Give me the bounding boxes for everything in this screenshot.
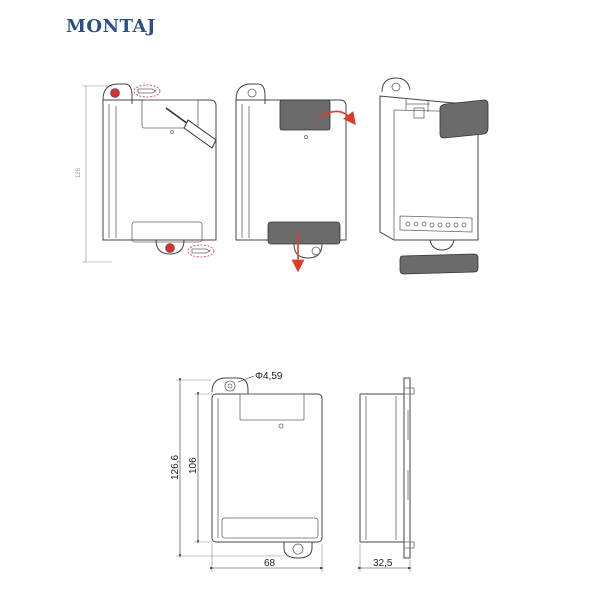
top-screw-hole-icon [247, 88, 257, 98]
step1-unscrew-device: 126 [76, 83, 217, 263]
bottom-screw-hole-icon [165, 243, 175, 253]
screw-icon [137, 88, 157, 94]
depth-label: 32,5 [373, 558, 393, 569]
side-device-body [359, 393, 405, 543]
top-screw-hole-icon [391, 82, 401, 92]
removed-bottom-cover [399, 253, 479, 275]
step3-opened-device [379, 77, 489, 275]
terminal-block [399, 215, 473, 233]
step1-height-label: 126 [76, 167, 82, 178]
top-screw-hole-icon [110, 88, 120, 98]
screw-icon [191, 248, 211, 254]
mounting-hole-icon [292, 543, 304, 555]
side-mounting-plate [403, 377, 411, 559]
bottom-cover [267, 221, 341, 245]
slide-right-arrow-icon [317, 110, 356, 126]
page-title: MONTAJ [66, 16, 156, 37]
width-label: 68 [264, 558, 276, 569]
bottom-screw-callout [187, 244, 215, 258]
front-view-dimensions: Φ4,59 126,6 106 68 [170, 371, 324, 572]
mounting-hole-icon [224, 380, 236, 392]
front-device-body [211, 393, 323, 543]
top-cover [279, 99, 331, 131]
side-view-dimensions: 32,5 [358, 377, 415, 572]
step2-remove-covers [235, 83, 356, 273]
step1-device-body [102, 99, 217, 241]
step2-device-body [235, 99, 347, 241]
screwdriver-icon [165, 107, 217, 149]
total-height-label: 126,6 [170, 455, 181, 480]
lifted-top-cover [439, 99, 489, 139]
body-height-label: 106 [188, 457, 199, 474]
hole-diameter-label: Φ4,59 [255, 371, 283, 382]
top-screw-callout [133, 84, 161, 98]
bottom-screw-hole-icon [311, 246, 321, 256]
